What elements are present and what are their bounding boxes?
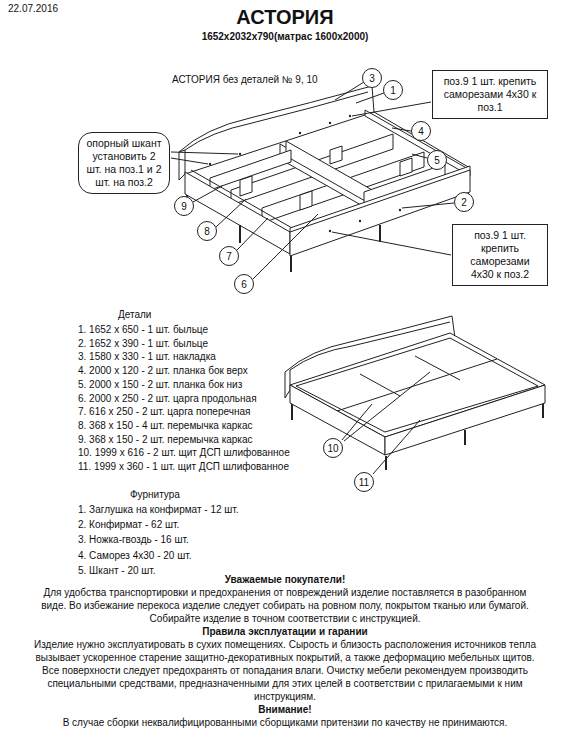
footboard-edge — [290, 170, 470, 232]
leader-lines — [342, 372, 430, 474]
footboard — [290, 166, 470, 256]
notice-heading: Внимание! — [33, 703, 537, 716]
note-box: поз.9 1 шт. крепить саморезами 4х30 к по… — [452, 224, 548, 286]
bridge — [300, 191, 312, 210]
callout-text: 2 — [461, 197, 467, 208]
callout-text: 10 — [327, 443, 338, 454]
rail-edge — [191, 170, 292, 228]
legs — [292, 404, 543, 470]
note-box: поз.9 1 шт. крепить саморезами 4х30 к по… — [432, 70, 548, 119]
list-item: 7. 616 х 250 - 2 шт. царга поперечная — [78, 406, 250, 418]
note-text: поз.9 1 шт. крепить саморезами 4х30 к по… — [458, 229, 542, 281]
callout-number: 1 — [383, 80, 403, 100]
callout-text: 4 — [418, 126, 424, 137]
list-item: 6. 2000 х 250 - 2 шт. царга продольная — [78, 393, 257, 405]
callout-number: 5 — [427, 150, 447, 170]
list-item: 8. 368 х 150 - 4 шт. перемычка каркас — [78, 420, 253, 432]
list-item: 11. 1999 х 360 - 1 шт. щит ДСП шлифованн… — [78, 461, 289, 473]
legs — [187, 193, 468, 272]
bridge — [400, 158, 412, 176]
list-item: 1. 1652 х 650 - 1 шт. быльце — [78, 324, 208, 336]
callout-text: 7 — [226, 251, 232, 262]
callout-number: 9 — [174, 196, 194, 216]
callout-number: 10 — [323, 438, 343, 458]
callout-text: 9 — [181, 201, 187, 212]
callout-text: 8 — [204, 226, 210, 237]
callout-number: 11 — [354, 472, 374, 492]
note-text: опорный шкант установить 2 шт. на поз.1 … — [84, 137, 164, 189]
list-item: 3. 1580 х 330 - 1 шт. накладка — [78, 351, 216, 363]
callout-text: 11 — [359, 477, 369, 488]
callout-text: 3 — [369, 73, 375, 84]
header-text: АСТОРИЯ без деталей № 9, 10 — [172, 74, 318, 86]
panel-seam — [360, 374, 400, 396]
header-text: 22.07.2016 — [8, 3, 58, 15]
callout-text: 1 — [390, 85, 396, 96]
list-item: 2. 1652 х 390 - 1 шт. быльце — [78, 338, 208, 350]
edge — [179, 150, 185, 152]
callout-number: 7 — [219, 246, 239, 266]
callout-number: 4 — [411, 121, 431, 141]
callout-number: 8 — [197, 221, 217, 241]
list-item: 1. Заглушка на конфирмат - 12 шт. — [78, 504, 239, 516]
panel-seam — [415, 356, 460, 380]
notice-text: Изделие нужно эксплуатировать в сухих по… — [33, 638, 537, 703]
side-rail — [185, 172, 290, 254]
bridge — [240, 176, 252, 196]
list-item: 5. 2000 х 150 - 2 шт. планка бок низ — [78, 379, 242, 391]
header-text: 1652х2032х790(матрас 1600х2000) — [0, 31, 570, 43]
list-item: 4. 2000 х 120 - 2 шт. планка бок верх — [78, 365, 248, 377]
list-item: Фурнитура — [130, 489, 180, 501]
footboard — [385, 385, 545, 455]
note-box: опорный шкант установить 2 шт. на поз.1 … — [78, 132, 170, 194]
leader-lines — [171, 82, 454, 279]
notes-block: Уважаемые покупатели!Для удобства трансп… — [33, 573, 537, 729]
callout-number: 3 — [362, 68, 382, 88]
list-item: Детали — [118, 309, 151, 321]
notice-text: В случае сборки неквалифицированными сбо… — [33, 716, 537, 729]
list-item: 10. 1999 х 616 - 2 шт. щит ДСП шлифованн… — [78, 447, 290, 459]
title: АСТОРИЯ — [0, 6, 570, 28]
list-item: 9. 368 х 150 - 2 шт. перемычка каркас — [78, 434, 253, 446]
list-item: 4. Саморез 4х30 - 20 шт. — [78, 550, 191, 562]
notice-heading: Правила эксплуатации и гарании — [33, 625, 537, 638]
bridge — [330, 146, 342, 164]
holes — [209, 115, 401, 232]
callout-text: 6 — [241, 279, 247, 290]
callout-number: 6 — [234, 274, 254, 294]
panel-seam — [337, 359, 497, 411]
list-item: 2. Конфирмат - 62 шт. — [78, 519, 179, 531]
list-item: 3. Ножка-гвоздь - 16 шт. — [78, 534, 189, 546]
notice-text: Для удобства транспортировки и предохран… — [33, 586, 537, 625]
note-text: поз.9 1 шт. крепить саморезами 4х30 к по… — [438, 75, 542, 114]
callout-text: 5 — [434, 155, 440, 166]
callout-number: 2 — [454, 192, 474, 212]
list-item: 5. Шкант - 20 шт. — [78, 565, 156, 577]
